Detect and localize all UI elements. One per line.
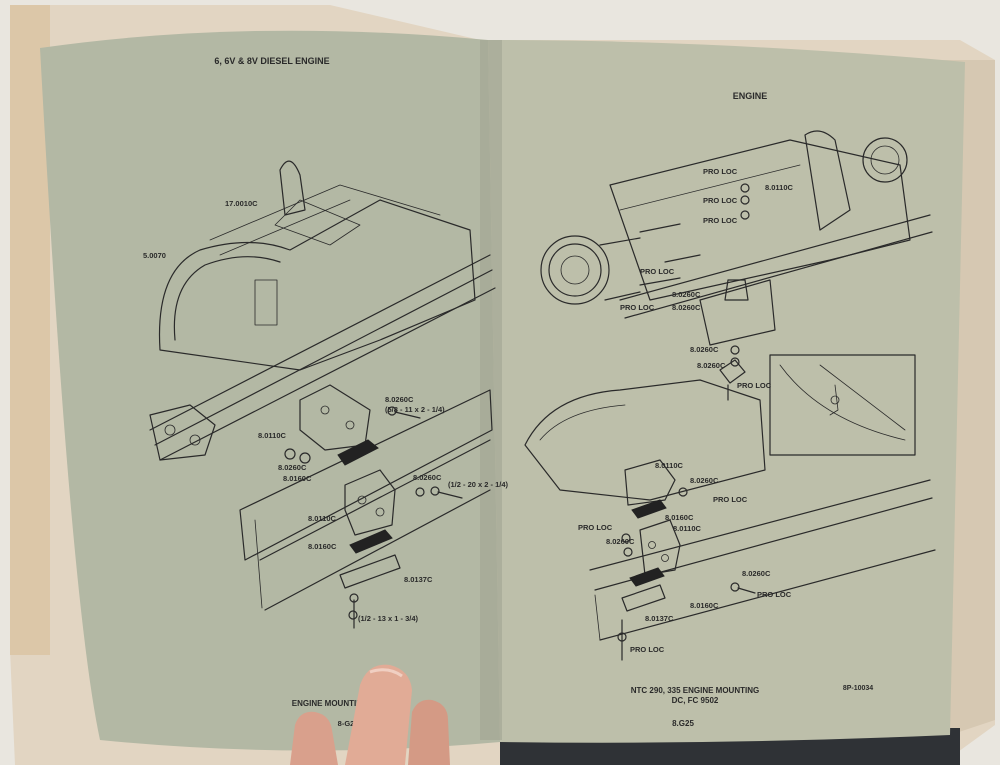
left-callout: 8.0160C: [283, 474, 312, 483]
detail-inset: [769, 354, 916, 456]
right-callout: PRO LOC: [630, 645, 665, 654]
left-page: [40, 30, 500, 751]
right-callout: PRO LOC: [620, 303, 655, 312]
right-callout: 8.0260C: [742, 569, 771, 578]
right-page-header: ENGINE: [733, 91, 768, 101]
right-callout: PRO LOC: [757, 590, 792, 599]
left-callout: 5.0070: [143, 251, 166, 260]
right-callout: PRO LOC: [640, 267, 675, 276]
left-page-edge: [10, 5, 50, 655]
right-callout: 8.0160C: [690, 601, 719, 610]
right-callout: 8.0137C: [645, 614, 674, 623]
right-callout: PRO LOC: [578, 523, 613, 532]
right-callout: PRO LOC: [737, 381, 772, 390]
right-callout: PRO LOC: [703, 216, 738, 225]
gutter: [480, 40, 502, 740]
left-callout: 8.0160C: [308, 542, 337, 551]
right-callout: PRO LOC: [703, 167, 738, 176]
right-callout: PRO LOC: [713, 495, 748, 504]
right-page-footer-line2: DC, FC 9502: [672, 696, 719, 705]
right-callout: 8.0260C: [697, 361, 726, 370]
left-callout: 8.0110C: [258, 431, 287, 440]
left-callout: 8.0260C: [278, 463, 307, 472]
left-page-header: 6, 6V & 8V DIESEL ENGINE: [214, 56, 329, 66]
right-callout: 8.0110C: [765, 183, 794, 192]
right-callout: 8.0110C: [655, 461, 684, 470]
right-page-number: 8.G25: [672, 719, 694, 728]
left-callout: 8.0260C: [385, 395, 414, 404]
left-mount-diagram: [149, 160, 496, 629]
right-page-footer-line1: NTC 290, 335 ENGINE MOUNTING: [631, 686, 759, 695]
left-callout: (1/2 - 13 x 1 - 3/4): [358, 614, 419, 623]
right-callout: 8.0260C: [672, 290, 701, 299]
right-mount-diagram: [540, 130, 933, 456]
left-callout: (5/8 - 11 x 2 - 1/4): [385, 405, 445, 414]
right-callout: 8.0160C: [665, 513, 694, 522]
right-page-figure-id: 8P-10034: [843, 685, 873, 692]
right-callout: 8.0260C: [672, 303, 701, 312]
left-callout: 17.0010C: [225, 199, 258, 208]
left-callout: 8.0260C: [413, 473, 442, 482]
right-page: [488, 40, 965, 743]
left-page-footer-title: ENGINE MOUNTING: [292, 699, 368, 708]
right-callout: PRO LOC: [703, 196, 738, 205]
hand: [290, 664, 450, 765]
left-page-number: 8-G2: [338, 719, 355, 728]
left-callout: (1/2 - 20 x 2 - 1/4): [448, 480, 509, 489]
right-lower-mount-diagram: [524, 379, 936, 661]
right-callout: 8.0260C: [690, 345, 719, 354]
right-callout: 8.0260C: [606, 537, 635, 546]
right-callout: 8.0110C: [673, 524, 702, 533]
left-callout: 8.0110C: [308, 514, 337, 523]
left-callout: 8.0137C: [404, 575, 433, 584]
right-callout: 8.0260C: [690, 476, 719, 485]
